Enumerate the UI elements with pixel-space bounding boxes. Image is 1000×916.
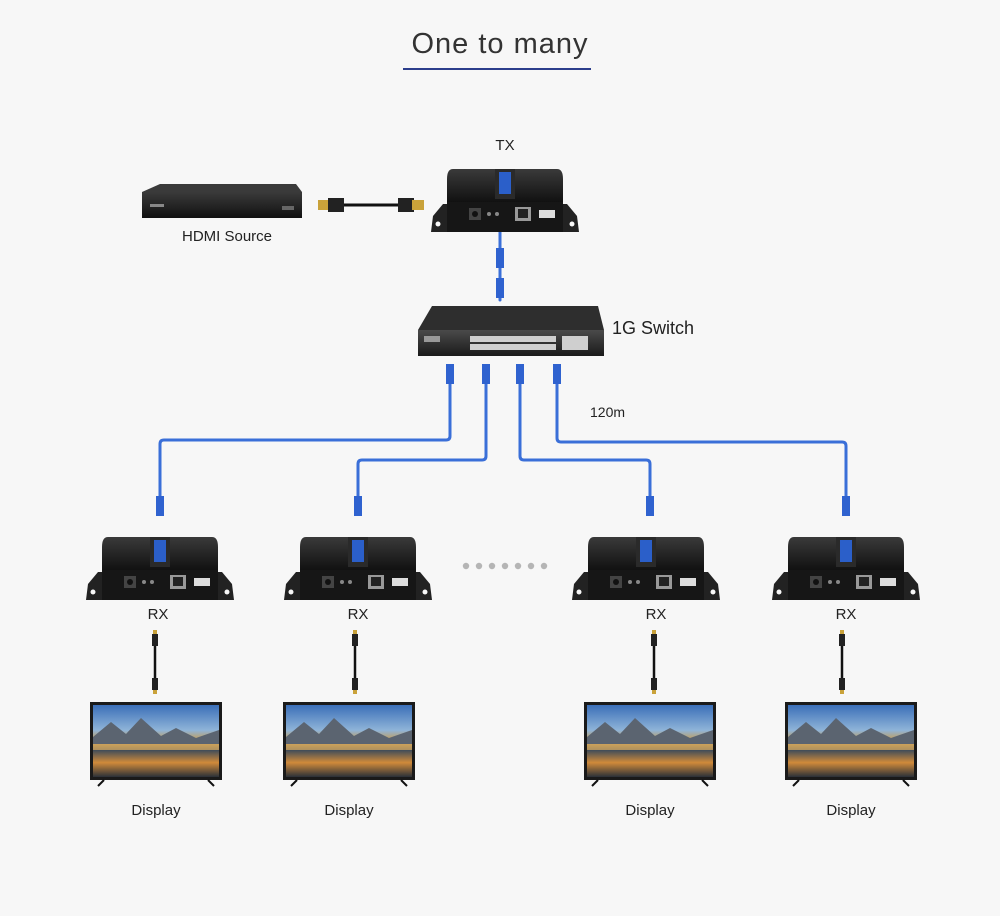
ellipsis-dots bbox=[462, 562, 548, 570]
tx-device bbox=[431, 169, 579, 232]
display-tv-3 bbox=[583, 701, 717, 787]
cable-connectors bbox=[156, 248, 850, 516]
rx-label-4: RX bbox=[835, 606, 857, 623]
hdmi-cable-1 bbox=[150, 628, 160, 696]
rx-label-1: RX bbox=[147, 606, 169, 623]
network-cables bbox=[158, 228, 848, 512]
switch-label: 1G Switch bbox=[612, 318, 695, 338]
rx-device-2 bbox=[284, 537, 432, 600]
display-tv-2 bbox=[282, 701, 416, 787]
hdmi-cable-2 bbox=[350, 628, 360, 696]
hdmi-cable-source bbox=[318, 198, 424, 212]
display-label-2: Display bbox=[324, 802, 374, 819]
title-underline bbox=[403, 68, 591, 70]
rx-device-1 bbox=[86, 537, 234, 600]
hdmi-source-device bbox=[142, 184, 302, 218]
display-label-3: Display bbox=[625, 802, 675, 819]
hdmi-cable-4 bbox=[837, 628, 847, 696]
display-label-1: Display bbox=[131, 802, 181, 819]
display-tv-1 bbox=[89, 701, 223, 787]
hdmi-cable-3 bbox=[649, 628, 659, 696]
rx-device-4 bbox=[772, 537, 920, 600]
rx-device-3 bbox=[572, 537, 720, 600]
hdmi-source-label: HDMI Source bbox=[181, 228, 273, 245]
tx-label: TX bbox=[495, 137, 515, 154]
distance-label: 120m bbox=[590, 404, 626, 420]
display-tv-4 bbox=[784, 701, 918, 787]
diagram-title: One to many bbox=[411, 28, 589, 60]
rx-label-3: RX bbox=[645, 606, 667, 623]
switch-device bbox=[418, 306, 604, 356]
display-label-4: Display bbox=[826, 802, 876, 819]
rx-label-2: RX bbox=[347, 606, 369, 623]
